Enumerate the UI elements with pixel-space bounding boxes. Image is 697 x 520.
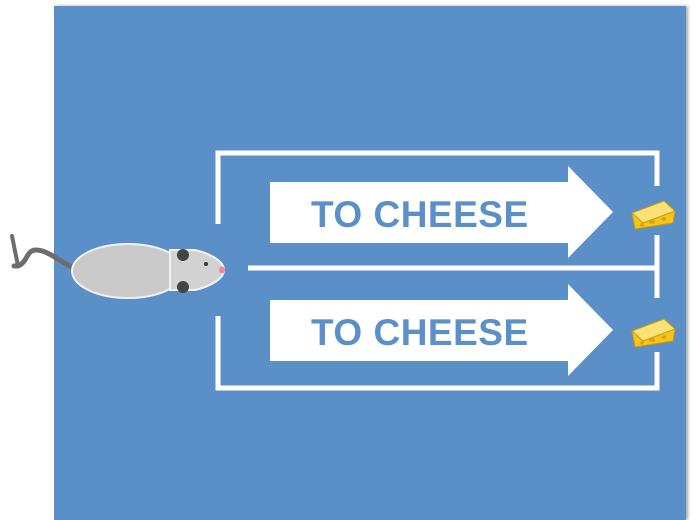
cheese-icon [632,201,675,229]
arrow-bottom-label: TO CHEESE [311,314,529,351]
mouse-ear [177,281,189,293]
mouse-ear [177,249,189,261]
mouse-eye [204,262,208,266]
arrow-top-label: TO CHEESE [311,196,529,233]
cheese-icon [632,319,675,347]
mouse-tail [14,250,74,268]
mouse-icon [12,236,225,298]
mouse-nose [219,267,225,274]
mouse-body [72,244,184,298]
